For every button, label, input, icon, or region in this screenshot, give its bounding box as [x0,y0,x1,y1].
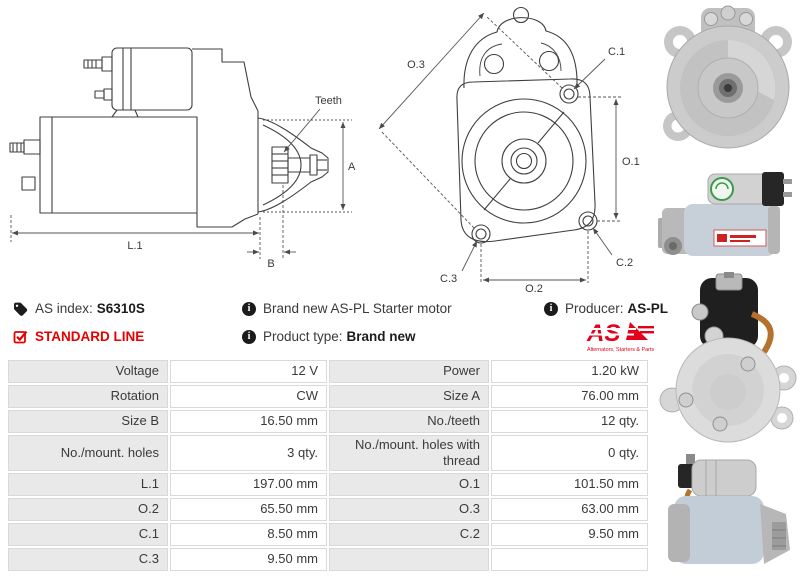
dim-label-b: B [267,258,274,270]
spec-label: O.3 [329,498,489,521]
tag-icon [14,302,28,316]
spec-value: 12 qty. [491,410,648,433]
spec-label: Size A [329,385,489,408]
info-icon: i [242,301,256,316]
dim-label-o2: O.2 [525,283,543,295]
spec-label: No./mount. holes with thread [329,435,489,471]
as-index-field: AS index:S6310S [13,301,145,316]
dim-label-c2: C.2 [616,257,633,269]
spec-value: 3 qty. [170,435,327,471]
product-photos-column [656,2,800,585]
as-index-label: AS index: [35,301,93,316]
dim-label-o1: O.1 [622,156,640,168]
producer-label: Producer: [565,301,624,316]
dim-label-o3: O.3 [407,59,425,71]
spec-value: 1.20 kW [491,360,648,383]
as-pl-logo: AS Alternators, Starters & Parts [586,320,658,357]
product-type-label: Product type: [263,329,343,344]
info-icon: i [242,329,256,344]
producer-field: i Producer:AS-PL [544,301,668,316]
spec-label: C.2 [329,523,489,546]
spec-value: 63.00 mm [491,498,648,521]
spec-label: C.3 [8,548,168,571]
product-spec-page: Teeth A L.1 B [0,5,797,571]
spec-value: 9.50 mm [170,548,327,571]
spec-value: CW [170,385,327,408]
dim-label-a: A [348,161,356,173]
spec-value: 0 qty. [491,435,648,471]
spec-label: Size B [8,410,168,433]
spec-value: 12 V [170,360,327,383]
dim-label-c3: C.3 [440,273,457,285]
product-photo-front-view [656,2,800,165]
standard-line-label: STANDARD LINE [35,329,145,344]
spec-label: C.1 [8,523,168,546]
technical-drawing-front-view: O.3 C.1 O.1 C.2 C.3 O.2 [378,6,640,295]
spec-value: 197.00 mm [170,473,327,496]
spec-label: No./teeth [329,410,489,433]
spec-value: 9.50 mm [491,523,648,546]
product-photo-solenoid-rear-view [656,272,800,449]
dim-label-c1: C.1 [608,46,625,58]
spec-value: 16.50 mm [170,410,327,433]
product-info-section: AS index:S6310S STANDARD LINE i Brand ne… [0,298,668,360]
standard-line-badge: STANDARD LINE [13,329,144,344]
spec-table: Voltage 12 V Power 1.20 kW Rotation CW S… [8,360,648,571]
technical-drawing-side-view: Teeth A L.1 B [9,47,356,270]
spec-label: L.1 [8,473,168,496]
dim-label-l1: L.1 [127,240,142,252]
spec-value: 101.50 mm [491,473,648,496]
as-index-value: S6310S [96,301,145,316]
product-type-field: i Product type:Brand new [242,329,416,344]
spec-label [329,548,489,571]
brand-new-text: Brand new AS-PL Starter motor [263,301,452,316]
product-type-value: Brand new [346,329,416,344]
spec-label: O.2 [8,498,168,521]
producer-value: AS-PL [627,301,669,316]
product-photo-angled-side-view [656,452,800,585]
as-pl-logo-tagline: Alternators, Starters & Parts [587,347,654,353]
spec-label: No./mount. holes [8,435,168,471]
spec-label: Rotation [8,385,168,408]
spec-value [491,548,648,571]
product-photo-side-view [656,168,800,269]
spec-label: Power [329,360,489,383]
spec-label: O.1 [329,473,489,496]
dim-label-teeth: Teeth [315,95,342,107]
spec-value: 65.50 mm [170,498,327,521]
spec-value: 8.50 mm [170,523,327,546]
checkbox-checked-icon [13,330,28,344]
spec-label: Voltage [8,360,168,383]
info-icon: i [544,301,558,316]
brand-new-field: i Brand new AS-PL Starter motor [242,301,452,316]
spec-value: 76.00 mm [491,385,648,408]
